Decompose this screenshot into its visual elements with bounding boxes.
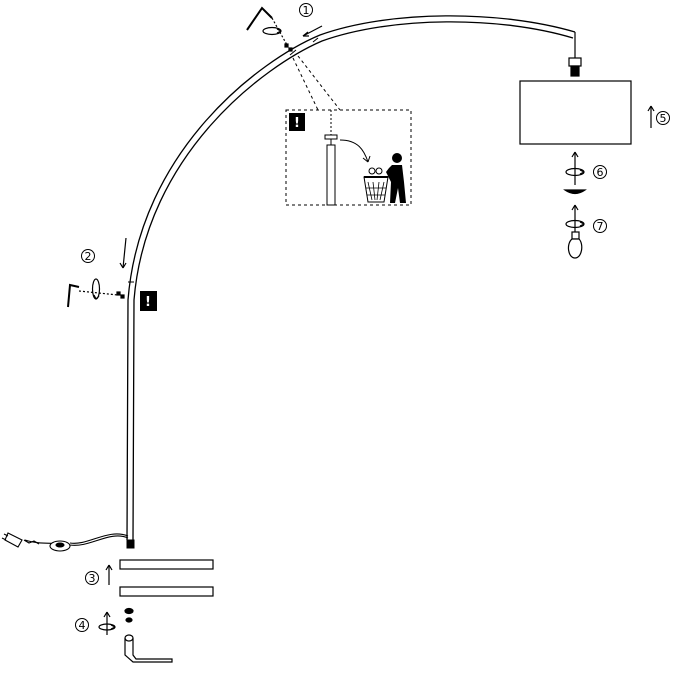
shade-ring bbox=[563, 189, 587, 195]
step-6-number: 6 bbox=[597, 166, 604, 179]
light-bulb-icon bbox=[567, 231, 583, 259]
power-cable-group bbox=[1, 532, 129, 552]
arc-pole-outer bbox=[126, 15, 576, 541]
base-plate-bottom bbox=[119, 586, 214, 597]
step-7-label: 7 bbox=[593, 219, 607, 233]
arc-pole bbox=[126, 15, 576, 549]
step-6-group bbox=[563, 151, 587, 195]
power-cable bbox=[24, 535, 129, 546]
step-4-label: 4 bbox=[75, 618, 89, 632]
washer-2 bbox=[125, 617, 133, 623]
step-7-number: 7 bbox=[597, 220, 604, 233]
allen-key-icon bbox=[246, 6, 273, 31]
step-6-label: 6 bbox=[593, 165, 607, 179]
rotate-arrow-icon bbox=[262, 26, 282, 36]
socket-holder bbox=[568, 57, 582, 67]
step-2-group bbox=[67, 237, 127, 308]
warning-symbol-2: ! bbox=[145, 295, 151, 310]
step-5-number: 5 bbox=[660, 112, 667, 125]
pole-joint-1b bbox=[312, 37, 319, 43]
step-3-label: 3 bbox=[85, 571, 99, 585]
step-3-group bbox=[105, 559, 214, 597]
allen-key-icon-2 bbox=[67, 283, 80, 308]
trash-bin-icon bbox=[363, 167, 389, 203]
step-5-label: 5 bbox=[656, 111, 670, 125]
step-4-number: 4 bbox=[79, 619, 86, 632]
pole-base-connector bbox=[126, 539, 135, 549]
warning-symbol-1: ! bbox=[294, 116, 300, 131]
power-plug-icon bbox=[1, 532, 23, 548]
step-1-group bbox=[246, 6, 323, 52]
pole-joint-1 bbox=[289, 49, 297, 56]
base-plate-top bbox=[119, 559, 214, 570]
arc-pole-inner bbox=[132, 21, 574, 541]
detail-pole bbox=[326, 144, 336, 206]
step-7-group bbox=[565, 204, 585, 259]
washer bbox=[124, 607, 134, 615]
allen-key-icon-4 bbox=[124, 634, 173, 663]
step-1-label: 1 bbox=[299, 3, 313, 17]
step-3-number: 3 bbox=[89, 572, 96, 585]
insert-arrow-icon bbox=[302, 25, 323, 37]
shade-group bbox=[519, 32, 655, 145]
warning-icon-2: ! bbox=[140, 291, 157, 311]
step-1-number: 1 bbox=[303, 4, 310, 17]
person-icon bbox=[386, 153, 406, 203]
detail-inset bbox=[285, 55, 412, 206]
lamp-shade bbox=[519, 80, 632, 145]
step-2-number: 2 bbox=[85, 250, 92, 263]
detail-box bbox=[285, 109, 412, 206]
step-2-label: 2 bbox=[81, 249, 95, 263]
insert-arrow-icon-2 bbox=[122, 237, 127, 269]
step-4-group bbox=[98, 607, 173, 663]
warning-icon-1: ! bbox=[289, 113, 305, 131]
